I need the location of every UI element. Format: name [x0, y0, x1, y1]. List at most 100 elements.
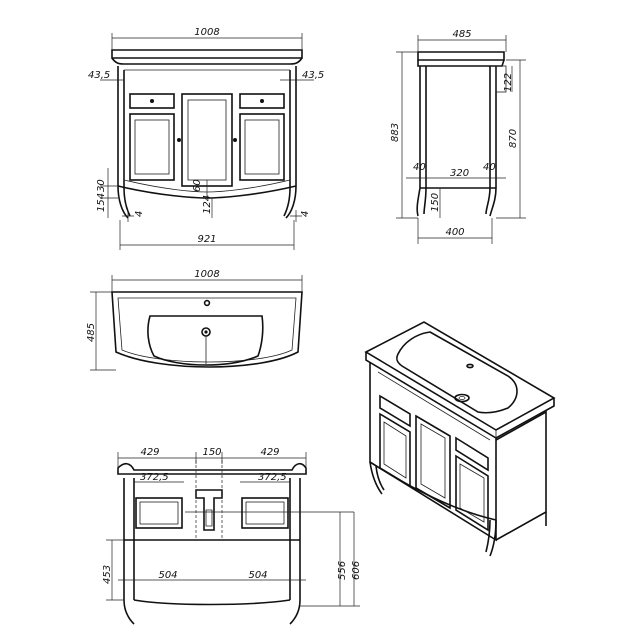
iso-body-front — [369, 362, 497, 542]
iso-left-drawer — [379, 394, 411, 428]
dim-side-left: 43,5 — [88, 70, 110, 81]
dim-40-left: 40 — [413, 162, 426, 173]
dim-back-504-right: 504 — [248, 570, 267, 581]
dim-124: 124 — [202, 195, 213, 214]
dim-154: 154 — [96, 193, 107, 212]
dim-side-right: 43,5 — [302, 70, 324, 81]
dim-line-400 — [417, 218, 493, 244]
iso-left-door — [379, 412, 411, 488]
front-right-leg — [283, 185, 297, 219]
dim-line-back-heights — [300, 512, 360, 607]
top-basin — [147, 315, 264, 366]
iso-right-door-panel — [459, 463, 485, 523]
back-left-box-inner — [139, 501, 179, 525]
top-tap-hole — [203, 299, 211, 307]
dim-line-4-right — [290, 210, 302, 222]
iso-view — [364, 321, 556, 557]
dim-line-top-depth — [90, 291, 116, 371]
side-front-post — [419, 66, 427, 188]
dim-base-width: 921 — [197, 234, 216, 245]
top-drain-center — [204, 330, 208, 334]
dim-4-right: 4 — [300, 211, 311, 217]
back-right-box — [241, 497, 289, 529]
front-center-knob-left — [177, 138, 181, 142]
side-countertop — [417, 51, 505, 61]
front-left-door-panel — [134, 119, 170, 175]
dim-870: 870 — [508, 129, 519, 148]
dim-line-883 — [396, 51, 418, 219]
dim-side-depth: 485 — [452, 29, 471, 40]
dim-122: 122 — [503, 73, 514, 92]
iso-left-door-panel — [383, 421, 407, 479]
dim-4-left: 4 — [134, 211, 145, 217]
front-right-door — [239, 113, 285, 181]
front-right-drawer-knob — [260, 99, 264, 103]
dim-60: 60 — [192, 179, 203, 192]
dim-back-372-left: 372,5 — [140, 472, 169, 483]
dim-40-right: 40 — [483, 162, 496, 173]
back-legs — [123, 599, 301, 625]
iso-front-right-leg — [485, 519, 497, 557]
top-outline — [111, 291, 303, 368]
dim-150: 150 — [430, 193, 441, 212]
front-countertop — [111, 49, 303, 59]
iso-drain — [454, 393, 470, 403]
dim-883: 883 — [390, 123, 401, 142]
side-view: 485 883 870 122 40 320 40 150 400 — [390, 29, 526, 244]
dim-back-429-right: 429 — [260, 447, 279, 458]
front-body-sides — [117, 66, 297, 186]
dim-back-453: 453 — [102, 565, 113, 584]
dim-line-top-width — [111, 275, 303, 292]
side-countertop-edge — [417, 59, 505, 67]
front-center-door — [181, 93, 233, 187]
front-left-drawer-knob — [150, 99, 154, 103]
dim-back-150: 150 — [202, 447, 221, 458]
iso-basin — [396, 331, 518, 414]
dim-400: 400 — [445, 227, 464, 238]
top-inner-rim — [117, 297, 297, 363]
dim-line-base-width — [119, 220, 295, 250]
dim-line-center-vertical — [206, 180, 213, 218]
front-center-knob-right — [233, 138, 237, 142]
iso-right-drawer — [455, 436, 489, 472]
side-back-leg — [485, 187, 497, 217]
front-left-door — [129, 113, 175, 181]
front-view: 1008 43,5 43,5 921 154 30 60 124 4 4 — [88, 27, 324, 250]
front-left-drawer — [129, 93, 175, 109]
front-center-door-panel — [187, 99, 227, 181]
back-bottom-curve — [133, 599, 291, 606]
iso-center-door — [415, 414, 451, 510]
dim-line-front-width — [111, 33, 303, 50]
front-right-door-panel — [244, 119, 280, 175]
back-siphon-trap — [205, 509, 213, 527]
dim-line-side-depth — [417, 35, 507, 52]
iso-right-door — [455, 454, 489, 532]
dim-30: 30 — [96, 179, 107, 192]
iso-drain-inner — [458, 396, 466, 400]
dim-line-back-top — [117, 452, 307, 470]
iso-top-rail — [377, 371, 491, 441]
back-left-box — [135, 497, 183, 529]
dim-back-372-right: 372,5 — [258, 472, 287, 483]
back-centerlines — [195, 460, 223, 540]
dim-320: 320 — [450, 168, 469, 179]
back-posts — [123, 478, 301, 600]
iso-center-door-panel — [420, 423, 446, 499]
dim-back-504-left: 504 — [158, 570, 177, 581]
dim-back-556: 556 — [337, 561, 348, 580]
front-countertop-edge — [111, 57, 303, 65]
side-front-leg — [416, 187, 427, 217]
iso-tap-hole — [466, 363, 474, 369]
back-right-box-inner — [245, 501, 285, 525]
front-body-inner — [123, 70, 291, 188]
front-right-drawer — [239, 93, 285, 109]
dim-front-width: 1008 — [194, 27, 219, 38]
dim-line-left-vertical — [100, 168, 118, 218]
dim-top-depth: 485 — [86, 323, 97, 342]
iso-front-left-leg — [369, 461, 385, 495]
dim-line-back-453 — [106, 539, 124, 601]
dim-back-429-left: 429 — [140, 447, 159, 458]
top-view: 1008 485 — [86, 269, 303, 371]
